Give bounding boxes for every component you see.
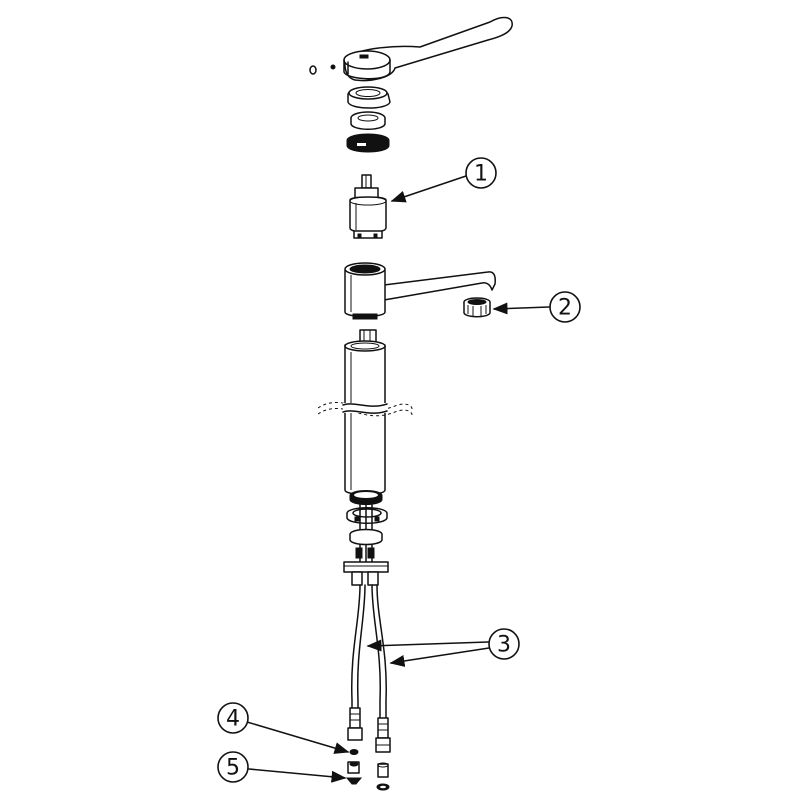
handle-screw <box>309 64 336 75</box>
aerator <box>463 297 491 318</box>
mounting-bracket <box>343 561 389 586</box>
spout-body <box>344 262 496 320</box>
clamping-nut <box>346 133 390 153</box>
body-tube <box>317 329 413 496</box>
callout-5-label: 5 <box>226 756 240 781</box>
filter-insert <box>345 761 390 791</box>
leader-lines <box>246 175 550 783</box>
threaded-rods <box>349 501 383 566</box>
lever-handle <box>343 16 513 82</box>
callout-1: 1 <box>465 157 497 189</box>
callout-4: 4 <box>217 702 249 734</box>
callout-5: 5 <box>217 751 249 783</box>
dome-cap <box>347 86 391 109</box>
callout-2-label: 2 <box>558 296 572 321</box>
cartridge <box>349 174 387 239</box>
mounting-gasket <box>349 490 383 505</box>
callout-1-label: 1 <box>474 162 488 187</box>
lock-ring <box>350 111 386 130</box>
callout-3: 3 <box>488 628 520 660</box>
callout-4-label: 4 <box>226 707 240 732</box>
hose-nut-washer <box>349 749 359 755</box>
callout-3-label: 3 <box>497 633 511 658</box>
mounting-washer <box>346 507 388 524</box>
flexible-hoses <box>347 584 391 753</box>
callout-2: 2 <box>549 291 581 323</box>
